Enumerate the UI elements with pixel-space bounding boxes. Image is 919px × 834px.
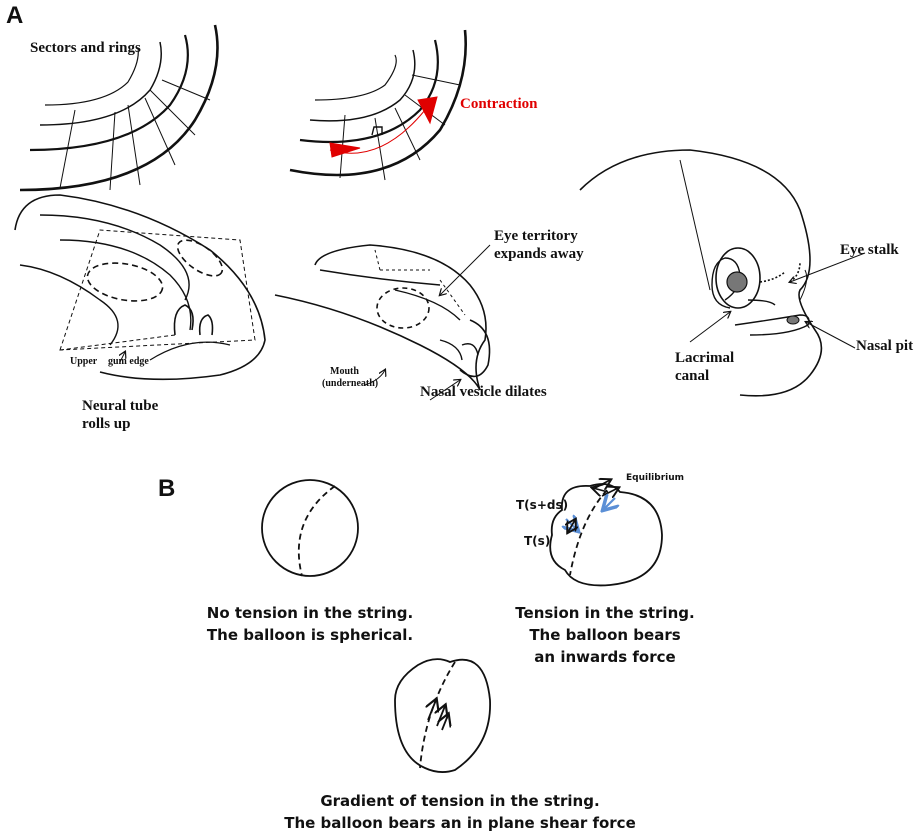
caption-spherical-line-2: The balloon is spherical. xyxy=(190,624,430,646)
panel-b-letter: B xyxy=(158,475,175,503)
contraction-diagram xyxy=(290,30,466,180)
caption-shear: Gradient of tension in the string. The b… xyxy=(250,790,670,834)
panel-a-letter: A xyxy=(6,2,23,30)
caption-shear-line-2: The balloon bears an in plane shear forc… xyxy=(250,812,670,834)
neural-tube-diagram xyxy=(15,195,265,379)
caption-tension-line-3: an inwards force xyxy=(490,646,720,668)
balloon-spherical xyxy=(262,480,358,576)
neural-tube-label-1: Neural tube xyxy=(82,398,158,415)
upper-label: Upper xyxy=(70,356,97,367)
balloon-shear xyxy=(395,659,490,772)
caption-tension: Tension in the string. The balloon bears… xyxy=(490,602,720,668)
eye-territory-label-1: Eye territory xyxy=(494,228,578,245)
caption-shear-line-1: Gradient of tension in the string. xyxy=(250,790,670,812)
tension-s-ds-label: T(s+ds) xyxy=(516,498,568,512)
lacrimal-label-2: canal xyxy=(675,368,709,385)
lacrimal-label-1: Lacrimal xyxy=(675,350,734,367)
sectors-rings-title: Sectors and rings xyxy=(30,40,141,57)
tension-s-label: T(s) xyxy=(524,534,550,548)
caption-tension-line-2: The balloon bears xyxy=(490,624,720,646)
caption-spherical-line-1: No tension in the string. xyxy=(190,602,430,624)
mouth-label-1: Mouth xyxy=(330,366,359,377)
eye-territory-diagram xyxy=(275,245,490,400)
balloon-tension xyxy=(550,480,662,585)
mouth-label-2: (underneath) xyxy=(322,378,378,389)
neural-tube-label-2: rolls up xyxy=(82,416,131,433)
eye-territory-label-2: expands away xyxy=(494,246,584,263)
eye-stalk-label: Eye stalk xyxy=(840,242,899,259)
caption-tension-line-1: Tension in the string. xyxy=(490,602,720,624)
contraction-label: Contraction xyxy=(460,96,538,113)
nasal-vesicle-label: Nasal vesicle dilates xyxy=(420,384,547,401)
equilibrium-label: Equilibrium xyxy=(626,473,684,483)
caption-spherical: No tension in the string. The balloon is… xyxy=(190,602,430,646)
nasal-pit-label: Nasal pit xyxy=(856,338,913,355)
gum-edge-label: gum edge xyxy=(108,356,149,367)
